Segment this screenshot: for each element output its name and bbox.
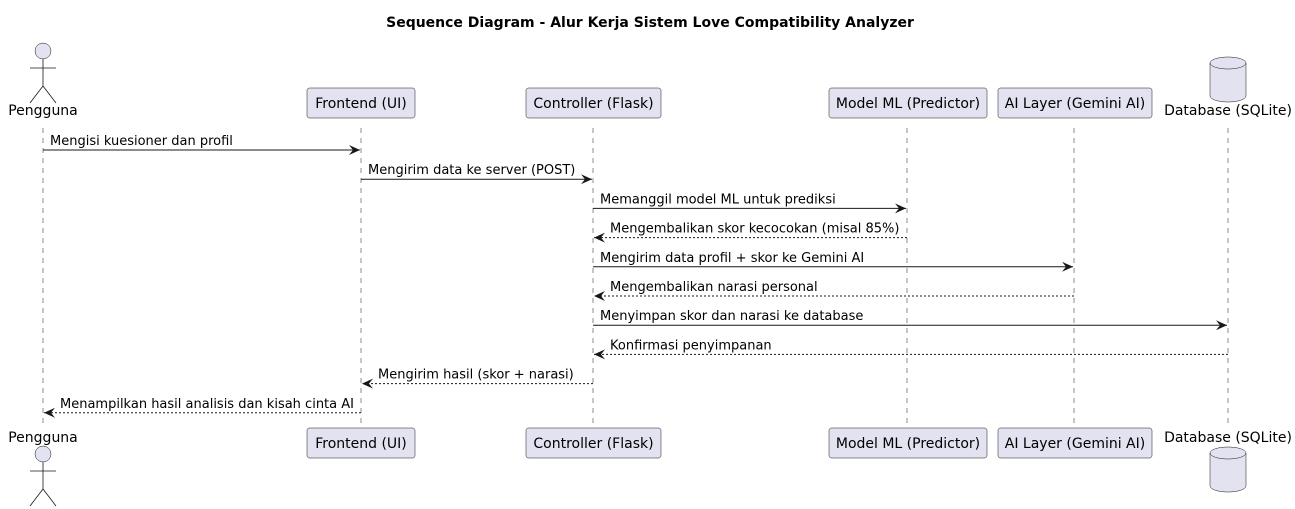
message-3: Memanggil model ML untuk prediksi <box>593 192 906 214</box>
message-label: Mengisi kuesioner dan profil <box>50 134 233 149</box>
participant-box <box>306 427 416 459</box>
participant-label: Model ML (Predictor) <box>836 96 980 112</box>
participant-box <box>525 427 662 459</box>
message-10: Menampilkan hasil analisis dan kisah cin… <box>44 397 361 418</box>
database-cylinder <box>1209 446 1247 493</box>
participant-label: Pengguna <box>8 103 78 119</box>
participant-ai-bottom: AI Layer (Gemini AI) <box>997 427 1153 459</box>
message-8: Konfirmasi penyimpanan <box>594 338 1228 360</box>
message-label: Menyimpan skor dan narasi ke database <box>600 309 863 324</box>
message-1: Mengisi kuesioner dan profil <box>43 134 360 155</box>
participant-label: Controller (Flask) <box>533 436 653 452</box>
participant-label: Model ML (Predictor) <box>836 436 980 452</box>
participant-box <box>997 427 1153 459</box>
database-cylinder <box>1209 56 1247 103</box>
participant-label: Database (SQLite) <box>1164 103 1292 119</box>
message-2: Mengirim data ke server (POST) <box>361 163 592 185</box>
message-label: Mengirim hasil (skor + narasi) <box>378 368 574 383</box>
actor-head <box>34 445 52 463</box>
participant-box <box>306 87 416 119</box>
message-label: Mengirim data profil + skor ke Gemini AI <box>600 251 864 266</box>
participant-box <box>828 87 988 119</box>
message-9: Mengirim hasil (skor + narasi) <box>362 368 593 389</box>
message-label: Menampilkan hasil analisis dan kisah cin… <box>60 397 354 412</box>
participant-user-top: Pengguna <box>8 42 78 119</box>
participant-db-top: Database (SQLite) <box>1164 56 1292 119</box>
message-label: Memanggil model ML untuk prediksi <box>600 192 836 207</box>
participant-user-bottom: Pengguna <box>8 430 78 507</box>
message-label: Mengirim data ke server (POST) <box>368 163 575 178</box>
participant-ml-top: Model ML (Predictor) <box>828 87 988 119</box>
participant-ctl-top: Controller (Flask) <box>525 87 662 119</box>
participant-label: Controller (Flask) <box>533 96 653 112</box>
message-4: Mengembalikan skor kecocokan (misal 85%) <box>594 222 907 243</box>
participant-label: AI Layer (Gemini AI) <box>1005 436 1145 452</box>
participant-box <box>828 427 988 459</box>
participant-label: Database (SQLite) <box>1164 430 1292 446</box>
participant-label: AI Layer (Gemini AI) <box>1005 96 1145 112</box>
participant-label: Pengguna <box>8 430 78 446</box>
diagram-title: Sequence Diagram - Alur Kerja Sistem Lov… <box>386 15 914 31</box>
participant-ml-bottom: Model ML (Predictor) <box>828 427 988 459</box>
participant-label: Frontend (UI) <box>315 96 407 112</box>
participant-db-bottom: Database (SQLite) <box>1164 430 1292 493</box>
message-6: Mengembalikan narasi personal <box>594 280 1074 301</box>
participant-box <box>997 87 1153 119</box>
message-5: Mengirim data profil + skor ke Gemini AI <box>593 251 1073 272</box>
participant-fe-bottom: Frontend (UI) <box>306 427 416 459</box>
participant-box <box>525 87 662 119</box>
participant-ctl-bottom: Controller (Flask) <box>525 427 662 459</box>
message-7: Menyimpan skor dan narasi ke database <box>593 309 1227 331</box>
participant-label: Frontend (UI) <box>315 436 407 452</box>
message-label: Mengembalikan skor kecocokan (misal 85%) <box>610 222 899 237</box>
message-label: Mengembalikan narasi personal <box>610 280 818 295</box>
participant-fe-top: Frontend (UI) <box>306 87 416 119</box>
participant-ai-top: AI Layer (Gemini AI) <box>997 87 1153 119</box>
actor-head <box>34 42 52 60</box>
message-label: Konfirmasi penyimpanan <box>610 338 772 353</box>
